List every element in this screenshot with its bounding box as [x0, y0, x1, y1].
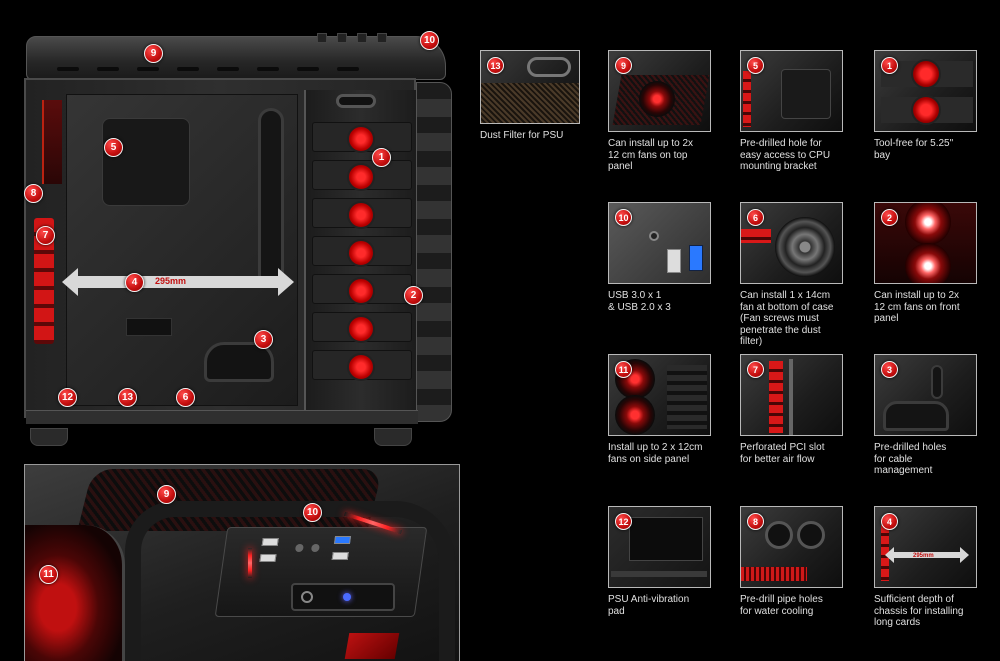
case-top-panel: [26, 33, 446, 80]
feature-caption: Can install up to 2x 12 cm fans on front…: [874, 290, 960, 324]
feature-caption: Can install up to 2x 12 cm fans on top p…: [608, 138, 694, 172]
feature-number-badge: 9: [615, 57, 632, 74]
psu-cutout: [126, 318, 172, 336]
feature-card-cable-holes: 3 Pre-drilled holes for cable management: [874, 354, 977, 476]
feature-card-pipe-holes: 8 Pre-drill pipe holes for water cooling: [740, 506, 843, 617]
callout-badge: 3: [254, 330, 273, 349]
feature-caption: Tool-free for 5.25" bay: [874, 138, 954, 161]
feature-caption: Pre-drilled holes for cable management: [874, 442, 947, 476]
callout-badge: 10: [420, 31, 439, 50]
feature-thumbnail: 12: [608, 506, 711, 588]
feature-thumbnail: 5: [740, 50, 843, 132]
feature-thumbnail: 9: [608, 50, 711, 132]
feature-card-pci-slot: 7 Perforated PCI slot for better air flo…: [740, 354, 843, 465]
callout-badge: 10: [303, 503, 322, 522]
feature-caption: PSU Anti-vibration pad: [608, 594, 690, 617]
callout-badge: 8: [24, 184, 43, 203]
feature-card-cpu-hole: 5 Pre-drilled hole for easy access to CP…: [740, 50, 843, 172]
feature-caption: Dust Filter for PSU: [480, 130, 564, 141]
feature-card-psu-pad: 12 PSU Anti-vibration pad: [608, 506, 711, 617]
case-interior-photo: 295mm 9 10 5 1 8 7 4 2 3 12 13 6: [22, 30, 462, 456]
feature-card-usb-ports: 10 USB 3.0 x 1 & USB 2.0 x 3: [608, 202, 711, 313]
pci-slot-covers: [34, 218, 54, 344]
feature-thumbnail: 7: [740, 354, 843, 436]
cpu-cutout: [102, 118, 190, 206]
rear-fan: [42, 100, 62, 184]
callout-badge: 13: [118, 388, 137, 407]
feature-card-side-fans: 11 Install up to 2 x 12cm fans on side p…: [608, 354, 711, 465]
feature-number-badge: 11: [615, 361, 632, 378]
feature-caption: Pre-drilled hole for easy access to CPU …: [740, 138, 831, 172]
callout-badge: 5: [104, 138, 123, 157]
cable-grommet-vertical: [258, 108, 284, 288]
side-fan: [25, 525, 125, 661]
feature-thumbnail: 8: [740, 506, 843, 588]
feature-caption: Pre-drill pipe holes for water cooling: [740, 594, 823, 617]
feature-card-front-fans: 2 Can install up to 2x 12 cm fans on fro…: [874, 202, 977, 324]
brand-logo: [344, 633, 400, 659]
feature-caption: Sufficient depth of chassis for installi…: [874, 594, 964, 628]
feature-number-badge: 12: [615, 513, 632, 530]
feature-thumbnail: 1: [874, 50, 977, 132]
feature-number-badge: 4: [881, 513, 898, 530]
feature-number-badge: 2: [881, 209, 898, 226]
callout-badge: 9: [157, 485, 176, 504]
feature-caption: Perforated PCI slot for better air flow: [740, 442, 825, 465]
feature-thumbnail: 2: [874, 202, 977, 284]
feature-number-badge: 1: [881, 57, 898, 74]
feature-number-badge: 6: [747, 209, 764, 226]
power-button: [291, 583, 395, 611]
feature-number-badge: 13: [487, 57, 504, 74]
feature-card-psu-dust-filter: 13 Dust Filter for PSU: [480, 50, 580, 141]
carry-handle: [125, 501, 455, 661]
led-strip: [248, 548, 252, 578]
feature-number-badge: 7: [747, 361, 764, 378]
feature-card-card-depth: 295mm 4 Sufficient depth of chassis for …: [874, 506, 977, 628]
front-panel-mesh: [416, 82, 452, 422]
feature-caption: Install up to 2 x 12cm fans on side pane…: [608, 442, 703, 465]
feature-thumbnail: 6: [740, 202, 843, 284]
case-foot: [30, 428, 68, 446]
feature-number-badge: 3: [881, 361, 898, 378]
callout-badge: 11: [39, 565, 58, 584]
feature-card-bottom-fan: 6 Can install 1 x 14cm fan at bottom of …: [740, 202, 843, 347]
feature-thumbnail: 11: [608, 354, 711, 436]
case-bottom-rail: [26, 410, 418, 424]
depth-label: 295mm: [913, 553, 934, 559]
dimension-label: 295mm: [155, 276, 187, 286]
feature-caption: Can install 1 x 14cm fan at bottom of ca…: [740, 290, 834, 347]
callout-badge: 12: [58, 388, 77, 407]
front-io-zoom-photo: 9 10 11: [24, 464, 460, 661]
feature-caption: USB 3.0 x 1 & USB 2.0 x 3: [608, 290, 671, 313]
feature-number-badge: 5: [747, 57, 764, 74]
cable-grommet-bottom: [204, 342, 274, 382]
callout-badge: 2: [404, 286, 423, 305]
feature-thumbnail: 10: [608, 202, 711, 284]
feature-thumbnail: 3: [874, 354, 977, 436]
case-foot: [374, 428, 412, 446]
feature-number-badge: 10: [615, 209, 632, 226]
depth-arrow: [885, 547, 969, 563]
callout-badge: 4: [125, 273, 144, 292]
callout-badge: 9: [144, 44, 163, 63]
feature-thumbnail: 295mm 4: [874, 506, 977, 588]
drive-bay-cage: [304, 90, 416, 416]
callout-badge: 6: [176, 388, 195, 407]
card-length-arrow: [62, 268, 294, 296]
callout-badge: 1: [372, 148, 391, 167]
feature-card-top-fans: 9 Can install up to 2x 12 cm fans on top…: [608, 50, 711, 172]
feature-thumbnail: 13: [480, 50, 580, 124]
feature-card-toolfree-bay: 1 Tool-free for 5.25" bay: [874, 50, 977, 161]
feature-number-badge: 8: [747, 513, 764, 530]
callout-badge: 7: [36, 226, 55, 245]
